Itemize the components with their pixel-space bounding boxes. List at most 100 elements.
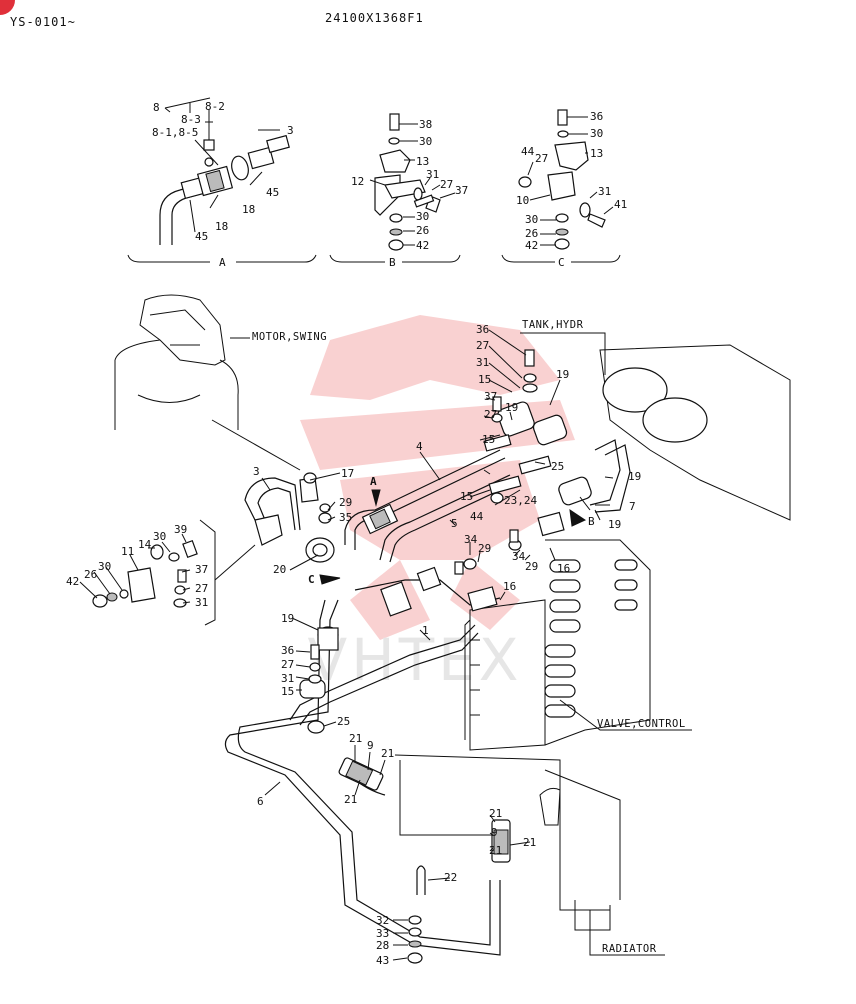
detail-a: 8 8-2 8-3 8-1,8-5 3 45 18 18 45 A <box>127 97 317 269</box>
svg-text:6: 6 <box>257 795 264 808</box>
svg-text:8-3: 8-3 <box>181 113 201 126</box>
svg-text:3: 3 <box>287 124 294 137</box>
svg-text:30: 30 <box>525 213 538 226</box>
svg-text:28: 28 <box>376 939 389 952</box>
detail-b-letter: B <box>389 256 396 269</box>
svg-text:21: 21 <box>344 793 357 806</box>
svg-text:15: 15 <box>281 685 294 698</box>
svg-text:27: 27 <box>195 582 208 595</box>
svg-text:8: 8 <box>153 101 160 114</box>
label-tank-hydr: TANK,HYDR <box>522 319 584 331</box>
svg-text:13: 13 <box>590 147 603 160</box>
motor-swing-component: MOTOR,SWING <box>114 294 327 471</box>
svg-text:11: 11 <box>121 545 134 558</box>
callout-numbers: 36 27 31 15 19 37 27 19 15 4 19 17 3 29 … <box>66 323 641 967</box>
corner-badge-icon <box>0 0 15 15</box>
svg-text:12: 12 <box>351 175 364 188</box>
svg-text:14: 14 <box>138 538 152 551</box>
svg-text:18: 18 <box>215 220 228 233</box>
label-motor-swing: MOTOR,SWING <box>252 331 327 343</box>
svg-text:8-2: 8-2 <box>205 100 225 113</box>
detail-c: 36 30 27 13 44 10 31 41 30 26 42 C <box>501 109 627 269</box>
svg-text:27: 27 <box>484 408 497 421</box>
tank-hydr-component: TANK,HYDR <box>520 319 791 521</box>
svg-text:B: B <box>588 515 595 528</box>
svg-text:41: 41 <box>614 198 627 211</box>
header-left-code: YS-0101~ <box>10 15 76 29</box>
svg-text:33: 33 <box>376 927 389 940</box>
svg-text:27: 27 <box>440 178 453 191</box>
label-radiator: RADIATOR <box>602 943 657 955</box>
svg-text:25: 25 <box>337 715 350 728</box>
svg-text:42: 42 <box>525 239 538 252</box>
svg-text:36: 36 <box>590 110 603 123</box>
view-marker-a: A <box>370 475 377 488</box>
main-fittings <box>92 349 631 964</box>
svg-text:10: 10 <box>516 194 529 207</box>
svg-text:7: 7 <box>629 500 636 513</box>
svg-text:45: 45 <box>195 230 208 243</box>
valve-control-component: VALVE,CONTROL <box>464 539 692 751</box>
svg-text:42: 42 <box>66 575 79 588</box>
radiator-component: RADIATOR <box>394 754 665 956</box>
svg-text:30: 30 <box>416 210 429 223</box>
svg-text:9: 9 <box>367 739 374 752</box>
svg-text:36: 36 <box>476 323 489 336</box>
svg-text:31: 31 <box>281 672 294 685</box>
svg-text:4: 4 <box>416 440 423 453</box>
svg-text:37: 37 <box>195 563 208 576</box>
svg-text:31: 31 <box>426 168 439 181</box>
svg-text:37: 37 <box>484 390 497 403</box>
svg-text:26: 26 <box>416 224 429 237</box>
svg-text:9: 9 <box>491 826 498 839</box>
svg-text:17: 17 <box>341 467 354 480</box>
svg-text:18: 18 <box>242 203 255 216</box>
svg-text:21: 21 <box>349 732 362 745</box>
svg-text:21: 21 <box>523 836 536 849</box>
svg-text:20: 20 <box>273 563 286 576</box>
svg-text:25: 25 <box>551 460 564 473</box>
svg-text:35: 35 <box>339 511 352 524</box>
svg-text:15: 15 <box>460 490 473 503</box>
svg-text:30: 30 <box>419 135 432 148</box>
svg-text:29: 29 <box>339 496 352 509</box>
svg-text:30: 30 <box>590 127 603 140</box>
svg-text:27: 27 <box>281 658 294 671</box>
svg-text:3: 3 <box>253 465 260 478</box>
svg-text:34: 34 <box>512 550 526 563</box>
svg-text:16: 16 <box>557 562 570 575</box>
svg-text:27: 27 <box>535 152 548 165</box>
svg-text:15: 15 <box>482 433 495 446</box>
svg-text:30: 30 <box>98 560 111 573</box>
svg-text:27: 27 <box>476 339 489 352</box>
svg-text:26: 26 <box>84 568 97 581</box>
svg-text:19: 19 <box>281 612 294 625</box>
svg-text:32: 32 <box>376 914 389 927</box>
svg-text:39: 39 <box>174 523 187 536</box>
svg-text:8-1,8-5: 8-1,8-5 <box>152 126 198 139</box>
svg-text:19: 19 <box>628 470 641 483</box>
svg-text:1: 1 <box>422 624 429 637</box>
svg-text:19: 19 <box>505 401 518 414</box>
svg-text:16: 16 <box>503 580 516 593</box>
svg-text:15: 15 <box>478 373 491 386</box>
svg-text:31: 31 <box>598 185 611 198</box>
svg-text:19: 19 <box>556 368 569 381</box>
view-marker-c: C <box>308 573 315 586</box>
svg-text:37: 37 <box>455 184 468 197</box>
svg-text:29: 29 <box>525 560 538 573</box>
detail-b: 38 30 13 12 31 27 37 30 26 42 B <box>329 113 468 269</box>
svg-text:31: 31 <box>195 596 208 609</box>
svg-text:30: 30 <box>153 530 166 543</box>
header-center-code: 24100X1368F1 <box>325 11 424 25</box>
svg-text:31: 31 <box>476 356 489 369</box>
svg-text:45: 45 <box>266 186 279 199</box>
watermark-text: VHTEX <box>307 626 522 694</box>
svg-text:26: 26 <box>525 227 538 240</box>
svg-text:42: 42 <box>416 239 429 252</box>
svg-text:44: 44 <box>521 145 535 158</box>
detail-a-letter: A <box>219 256 226 269</box>
svg-text:44: 44 <box>470 510 484 523</box>
detail-c-letter: C <box>558 256 565 269</box>
